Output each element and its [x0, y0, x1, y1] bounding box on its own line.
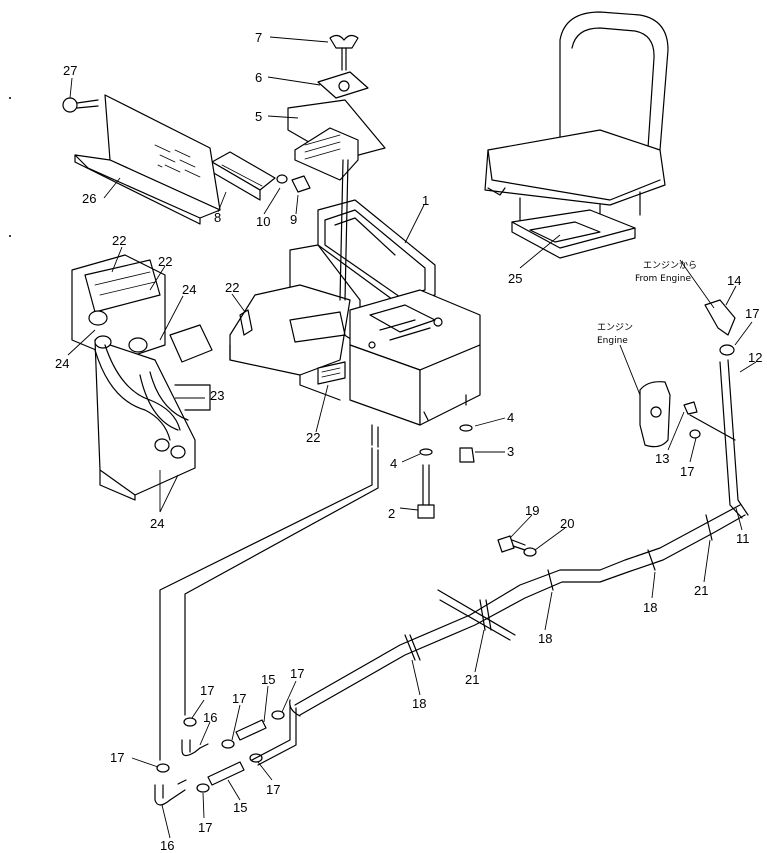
note-from-engine-en: From Engine [635, 274, 691, 284]
label-21-left: 21 [465, 672, 479, 687]
label-19: 19 [525, 503, 539, 518]
stray-dot [9, 97, 11, 99]
label-17-e: 17 [198, 820, 212, 835]
label-23: 23 [210, 388, 224, 403]
engine-notes: エンジンから From Engine エンジン Engine [597, 260, 697, 346]
switch-panel [62, 94, 221, 225]
label-16-lower: 16 [160, 838, 174, 853]
label-17-f: 17 [266, 782, 280, 797]
console-box [289, 199, 481, 448]
hose-routing [159, 447, 379, 766]
label-22-b: 22 [158, 254, 172, 269]
fuse-box [211, 151, 311, 201]
label-25: 25 [508, 271, 522, 286]
part-labels: 7 6 5 27 26 8 10 9 1 25 22 22 22 22 24 2… [55, 30, 762, 853]
label-3: 3 [507, 444, 514, 459]
label-22-a: 22 [112, 233, 126, 248]
note-engine-jp: エンジン [597, 323, 633, 333]
long-pipe [289, 344, 749, 717]
label-17-top-right: 17 [745, 306, 759, 321]
label-12: 12 [748, 350, 762, 365]
label-6: 6 [255, 70, 262, 85]
label-10: 10 [256, 214, 270, 229]
label-24-c: 24 [150, 516, 164, 531]
label-21-right: 21 [694, 583, 708, 598]
monitor-panel [287, 34, 386, 301]
label-1: 1 [422, 193, 429, 208]
label-27: 27 [63, 63, 77, 78]
small-fittings [154, 429, 701, 806]
leader-lines [67, 36, 757, 839]
label-13: 13 [655, 451, 669, 466]
label-18-left: 18 [412, 696, 426, 711]
label-17-c: 17 [290, 666, 304, 681]
label-9: 9 [290, 212, 297, 227]
label-4-left: 4 [390, 456, 397, 471]
note-engine-en: Engine [597, 336, 628, 346]
label-17-a: 17 [200, 683, 214, 698]
stray-dot [9, 235, 11, 237]
label-7: 7 [255, 30, 262, 45]
label-24-b: 24 [55, 356, 69, 371]
bolts-and-washers [417, 394, 475, 519]
label-15-upper: 15 [261, 672, 275, 687]
label-18-middle: 18 [538, 631, 552, 646]
label-24-a: 24 [182, 282, 196, 297]
bolt-19-washer-20 [497, 535, 537, 557]
label-15-lower: 15 [233, 800, 247, 815]
label-5: 5 [255, 109, 262, 124]
label-8: 8 [214, 210, 221, 225]
label-17-engine: 17 [680, 464, 694, 479]
label-18-right: 18 [643, 600, 657, 615]
note-from-engine-jp: エンジンから [643, 260, 697, 271]
label-20: 20 [560, 516, 574, 531]
label-4-right: 4 [507, 410, 514, 425]
label-26: 26 [82, 191, 96, 206]
label-17-b: 17 [232, 691, 246, 706]
floor-plate [229, 284, 351, 401]
engine-fittings [639, 299, 736, 448]
label-22-d: 22 [306, 430, 320, 445]
label-14: 14 [727, 273, 741, 288]
label-11: 11 [736, 531, 750, 546]
operator-seat [484, 11, 669, 259]
label-17-d: 17 [110, 750, 124, 765]
heater-unit [71, 254, 213, 501]
label-22-c: 22 [225, 280, 239, 295]
label-16-upper: 16 [203, 710, 217, 725]
label-2: 2 [388, 506, 395, 521]
